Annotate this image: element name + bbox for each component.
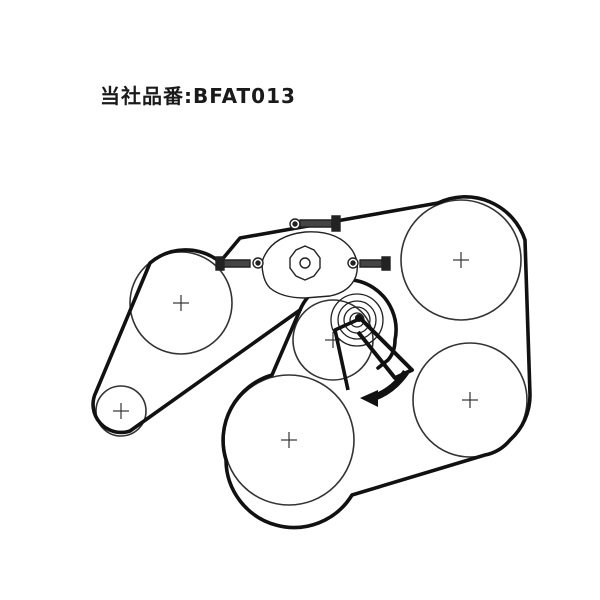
center-mark [173, 295, 189, 311]
serpentine-belt [91, 195, 532, 530]
center-mark [462, 392, 478, 408]
pulley-small-left [95, 385, 147, 437]
part-number-label: 当社品番:BFAT013 [100, 84, 296, 108]
tensioner-icon [215, 215, 391, 299]
pulley-top-right [400, 199, 522, 321]
center-mark [453, 252, 469, 268]
pulley-top-left [129, 251, 233, 355]
center-mark [281, 432, 297, 448]
pulley-bottom-right [412, 342, 528, 458]
rotation-arrow-icon [333, 316, 414, 407]
center-mark [113, 403, 129, 419]
